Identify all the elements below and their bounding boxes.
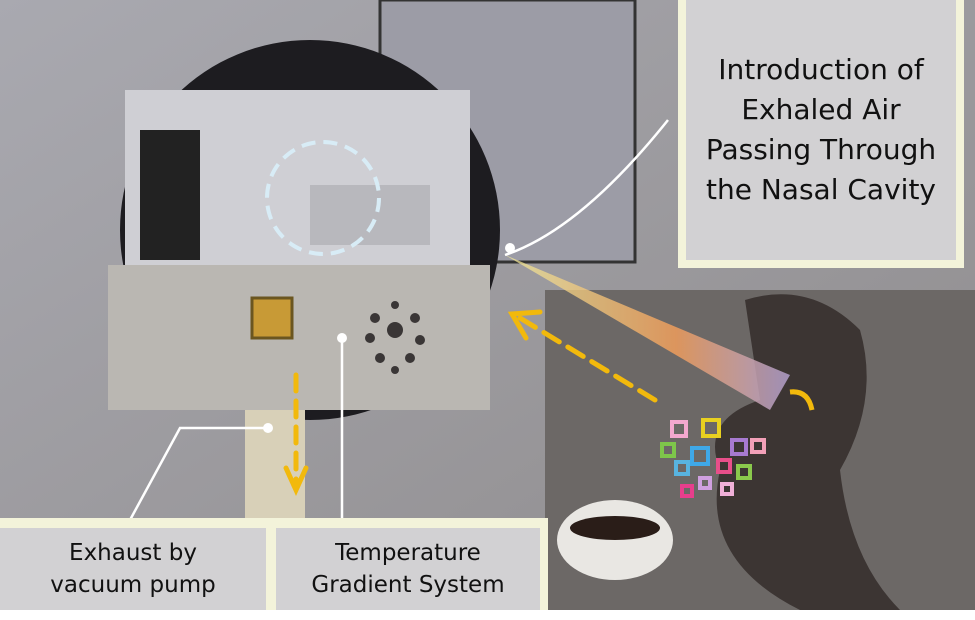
nozzle-block	[310, 185, 430, 245]
aroma-squares	[660, 418, 766, 498]
highlight-circle	[265, 140, 381, 256]
label-temperature-gradient: Temperature Gradient System	[276, 528, 540, 610]
label-line: Passing Through	[705, 133, 937, 166]
device-body	[108, 265, 490, 410]
arrow-icon-intake	[507, 309, 658, 403]
label-line: Exhaust by	[69, 540, 197, 566]
label-intro-exhaled-air: Introduction of Exhaled Air Passing Thro…	[678, 0, 964, 268]
device-rail	[140, 130, 200, 260]
arrow-icon-nose	[789, 389, 815, 411]
power-switch	[250, 296, 294, 340]
label-line: Gradient System	[311, 572, 505, 598]
label-line: Introduction of	[718, 53, 924, 86]
label-line: Temperature	[335, 540, 481, 566]
arrow-icon-exhaust	[283, 372, 309, 497]
leader-line-exhaust	[128, 426, 270, 521]
leader-dot-intro	[505, 243, 515, 253]
leader-line-intro	[504, 119, 669, 257]
label-exhaust: Exhaust by vacuum pump	[0, 528, 266, 610]
leader-dot-temp	[337, 333, 347, 343]
breath-beam	[505, 255, 790, 410]
label-line: the Nasal Cavity	[706, 173, 936, 206]
label-line: Exhaled Air	[741, 93, 901, 126]
coffee	[570, 516, 660, 540]
leader-dot-exhaust	[263, 423, 273, 433]
label-line: vacuum pump	[50, 572, 216, 598]
vent-holes	[365, 301, 425, 374]
